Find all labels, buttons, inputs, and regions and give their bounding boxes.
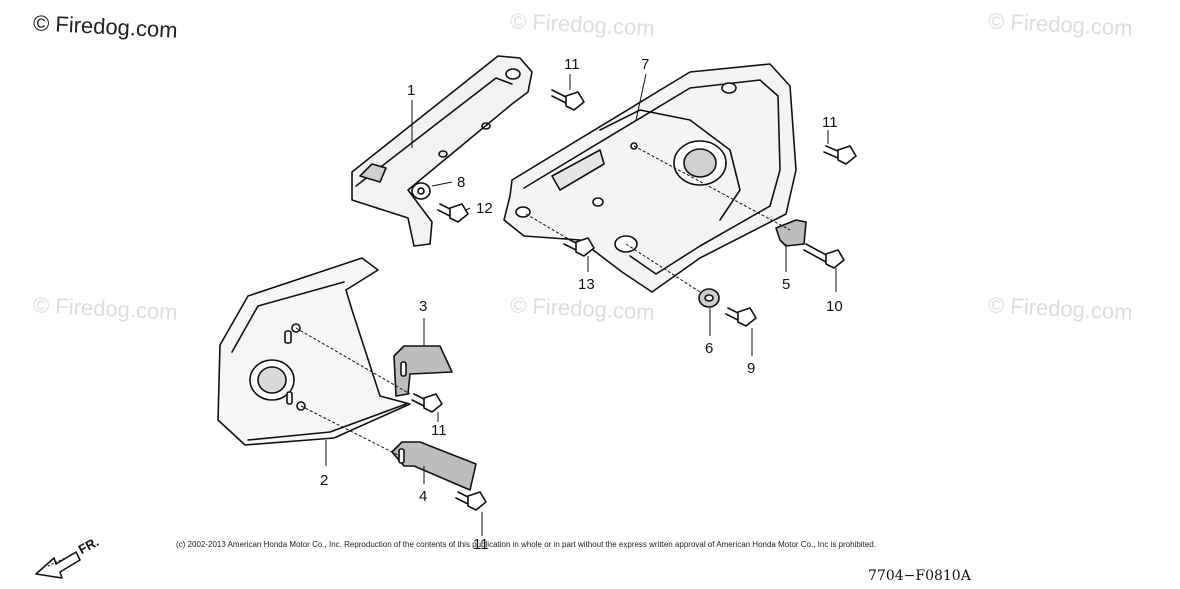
callout-2: 2 (320, 472, 329, 489)
part-3-clip (393, 345, 453, 397)
callout-11-bottom: 11 (473, 536, 489, 553)
part-1-bracket (351, 55, 533, 247)
front-direction-arrow (35, 551, 81, 579)
bolt-12 (437, 203, 469, 223)
bolt-11-bottom (455, 491, 487, 511)
callout-7: 7 (641, 56, 650, 73)
callout-4: 4 (419, 488, 428, 505)
bolt-11-lower (411, 393, 443, 413)
figure-code: 7704−F0810A (868, 568, 971, 584)
callout-8: 8 (457, 174, 466, 191)
callout-5: 5 (782, 276, 791, 293)
part-5-bracket (775, 219, 807, 247)
bolt-10 (803, 243, 845, 269)
callout-3: 3 (419, 298, 428, 315)
part-7-cover (503, 63, 797, 293)
bolt-13 (563, 237, 595, 257)
callout-13: 13 (578, 276, 595, 293)
bolt-11-top (551, 89, 585, 111)
part-4-clip (391, 441, 477, 491)
callout-12: 12 (476, 200, 493, 217)
part-8-washer (411, 182, 431, 200)
callout-11-top: 11 (564, 56, 580, 73)
callout-10: 10 (826, 298, 843, 315)
copyright-notice: (c) 2002-2013 American Honda Motor Co., … (176, 540, 876, 549)
callout-1: 1 (407, 82, 416, 99)
leader-lines (295, 73, 837, 536)
callout-9: 9 (747, 360, 756, 377)
callout-11-lower: 11 (431, 422, 447, 439)
bolt-11-right (823, 145, 857, 165)
bolt-9 (725, 307, 757, 327)
callout-11-right: 11 (822, 114, 838, 131)
callout-6: 6 (705, 340, 714, 357)
part-2-cover (217, 257, 411, 446)
